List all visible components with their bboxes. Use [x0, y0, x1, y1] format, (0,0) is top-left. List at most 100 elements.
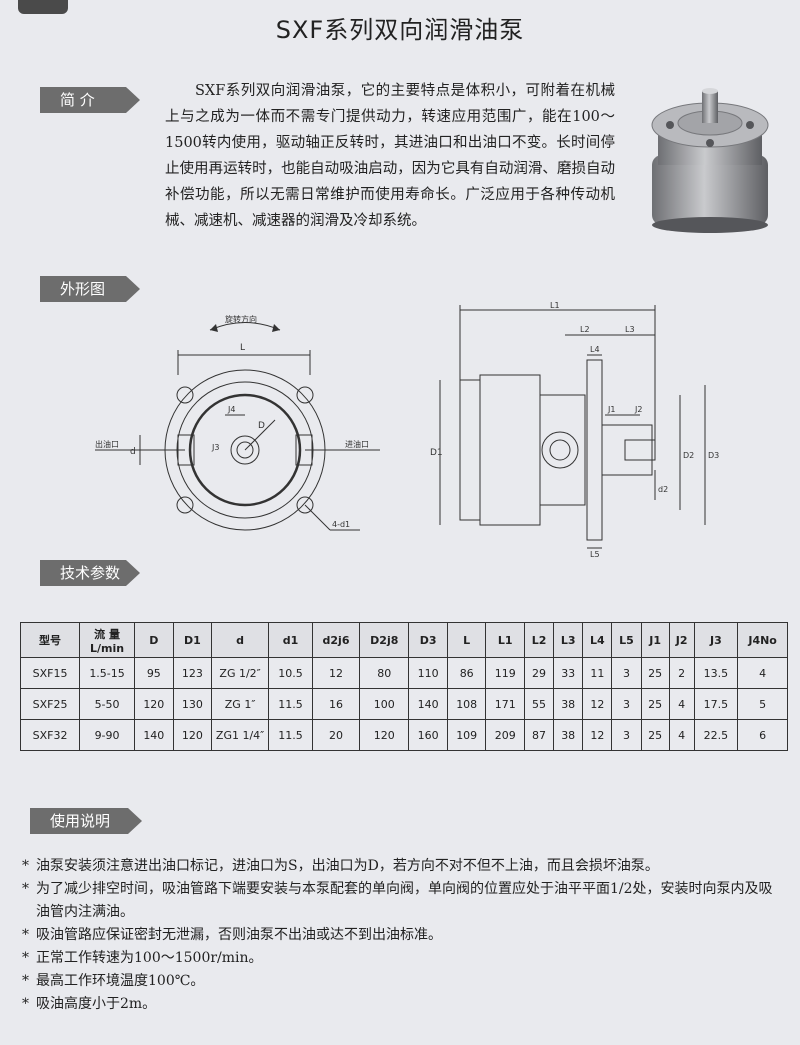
section-outline-header: 外形图: [40, 276, 140, 302]
dim-L: L: [240, 343, 245, 353]
col-header: L4: [582, 622, 613, 658]
cell: 11.5: [268, 719, 313, 751]
table-row: SXF25 5-50 120 130 ZG 1″ 11.5 16 100 140…: [19, 688, 788, 720]
col-header: J3: [693, 622, 739, 658]
corner-badge: [18, 0, 68, 14]
dim-d2: d2: [658, 485, 668, 494]
table-header-row: 型号 流 量 L/min D D1 d d1 d2j6 D2j8 D3 L L1…: [19, 622, 788, 658]
usage-item: 正常工作转速为100～1500r/min。: [22, 947, 782, 970]
cell: 80: [359, 657, 410, 689]
dim-d: d: [130, 447, 136, 457]
col-header: D2j8: [359, 622, 410, 658]
cell: 160: [408, 719, 448, 751]
cell: 86: [446, 657, 487, 689]
dim-D1: D1: [430, 448, 443, 458]
cell: 38: [553, 688, 584, 720]
col-header: L1: [485, 622, 525, 658]
cell: 110: [408, 657, 448, 689]
dim-L4: L4: [590, 345, 600, 354]
dim-J1: J1: [607, 405, 615, 414]
dim-L1: L1: [550, 301, 560, 310]
dim-D: D: [258, 421, 265, 431]
cell: ZG 1/2″: [211, 657, 270, 689]
col-header: d1: [268, 622, 313, 658]
col-header: J2: [668, 622, 695, 658]
cell: 17.5: [693, 688, 739, 720]
dim-D3: D3: [708, 451, 719, 460]
section-usage-header: 使用说明: [30, 808, 142, 834]
col-header: d2j6: [311, 622, 361, 658]
cell: 12: [582, 719, 613, 751]
cell: 119: [485, 657, 525, 689]
col-header: d: [211, 622, 270, 658]
cell: 120: [134, 688, 174, 720]
col-header: D3: [408, 622, 448, 658]
cell: 4: [668, 719, 695, 751]
dim-D2: D2: [683, 451, 694, 460]
cell: 4: [737, 657, 788, 689]
dim-J3: J3: [211, 443, 219, 452]
cell: 55: [523, 688, 555, 720]
usage-item: 吸油高度小于2m。: [22, 993, 782, 1016]
section-intro-header: 简 介: [40, 87, 140, 113]
cell: 20: [311, 719, 361, 751]
cell: 9-90: [79, 719, 136, 751]
cell: 16: [311, 688, 361, 720]
cell: 25: [640, 657, 670, 689]
usage-item: 吸油管路应保证密封无泄漏，否则油泵不出油或达不到出油标准。: [22, 924, 782, 947]
cell: 6: [737, 719, 788, 751]
inlet-label: 进油口: [345, 439, 369, 449]
col-header: D1: [172, 622, 213, 658]
cell: 100: [359, 688, 410, 720]
cell: 22.5: [693, 719, 739, 751]
cell: 5: [737, 688, 788, 720]
cell: 2: [668, 657, 695, 689]
cell: 13.5: [693, 657, 739, 689]
cell: 140: [408, 688, 448, 720]
cell: 33: [553, 657, 584, 689]
cell: ZG 1″: [211, 688, 270, 720]
cell: SXF32: [19, 719, 81, 751]
cell: 29: [523, 657, 555, 689]
dim-J4: J4: [227, 405, 235, 414]
cell: 3: [611, 688, 642, 720]
cell: 11.5: [268, 688, 313, 720]
usage-item: 油泵安装须注意进出油口标记，进油口为S，出油口为D，若方向不对不但不上油，而且会…: [22, 855, 782, 878]
col-header: L: [446, 622, 487, 658]
col-header: L5: [611, 622, 642, 658]
cell: SXF15: [19, 657, 81, 689]
dim-4-d1: 4-d1: [332, 520, 350, 529]
dim-J2: J2: [634, 405, 642, 414]
dim-L5: L5: [590, 550, 600, 559]
cell: 123: [172, 657, 213, 689]
pump-photo: [651, 88, 769, 233]
col-header: 型号: [19, 622, 81, 658]
col-header: J1: [640, 622, 670, 658]
cell: 95: [134, 657, 174, 689]
usage-list: 油泵安装须注意进出油口标记，进油口为S，出油口为D，若方向不对不但不上油，而且会…: [22, 855, 782, 1016]
cell: 109: [446, 719, 487, 751]
cell: 10.5: [268, 657, 313, 689]
cell: 25: [640, 688, 670, 720]
cell: 12: [311, 657, 361, 689]
cell: 130: [172, 688, 213, 720]
cell: 1.5-15: [79, 657, 136, 689]
col-header: J4No: [737, 622, 788, 658]
col-header: L3: [553, 622, 584, 658]
dim-L3: L3: [625, 325, 635, 334]
usage-item: 最高工作环境温度100℃。: [22, 970, 782, 993]
front-view: 旋转方向 L 出油口 进油口 d J4 J3 D 4-d1: [95, 314, 380, 531]
usage-item: 为了减少排空时间，吸油管路下端要安装与本泵配套的单向阀，单向阀的位置应处于油平平…: [22, 878, 782, 924]
col-header: D: [134, 622, 174, 658]
cell: 3: [611, 719, 642, 751]
cell: 3: [611, 657, 642, 689]
cell: 140: [134, 719, 174, 751]
cell: 209: [485, 719, 525, 751]
intro-paragraph: SXF系列双向润滑油泵，它的主要特点是体积小，可附着在机械上与之成为一体而不需专…: [165, 83, 615, 229]
dim-L2: L2: [580, 325, 590, 334]
side-view: L1 L2 L3 L4 D1 J1 J2 D2 D3 d2 L5: [430, 301, 719, 559]
cell: 87: [523, 719, 555, 751]
cell: 5-50: [79, 688, 136, 720]
cell: 171: [485, 688, 525, 720]
rotation-label: 旋转方向: [225, 314, 257, 324]
